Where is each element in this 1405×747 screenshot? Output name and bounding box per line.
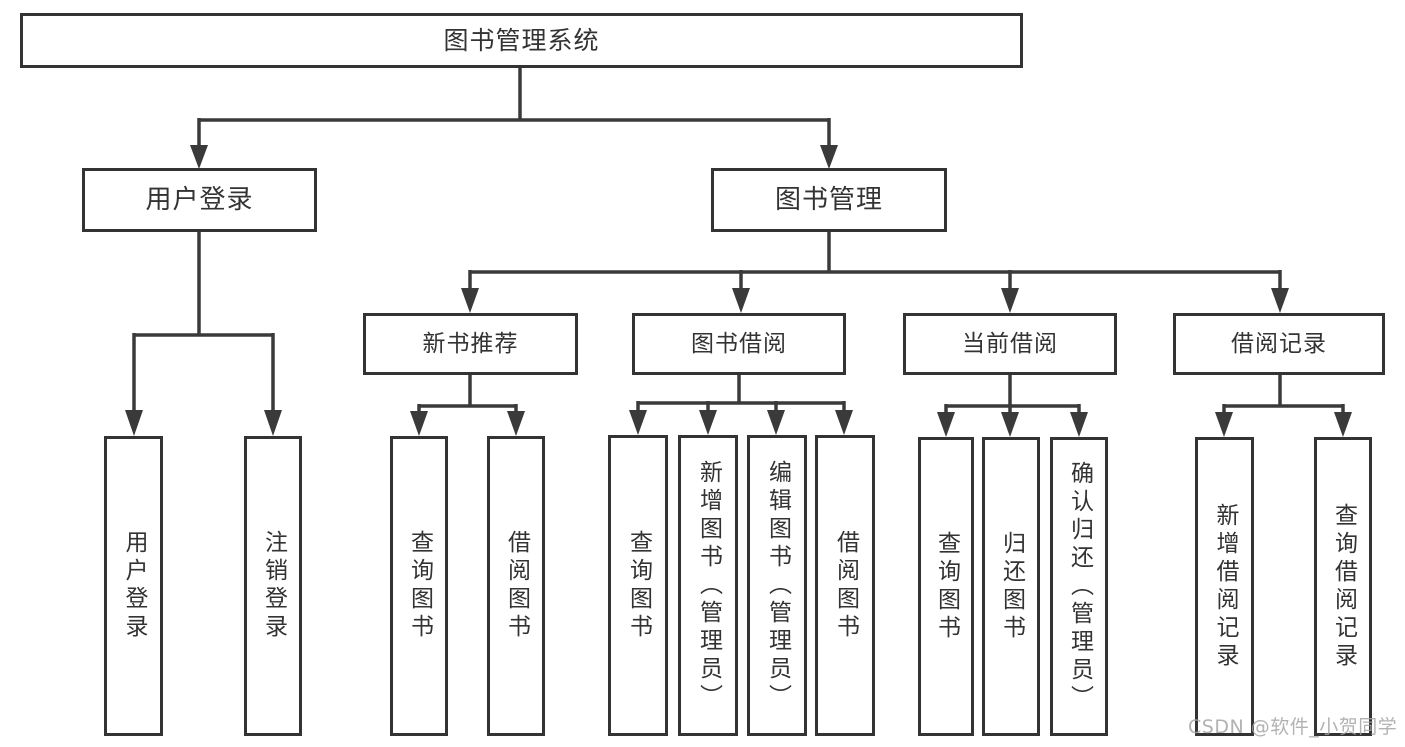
leaf-recommend-query-books: 查询图书 (390, 436, 448, 736)
leaf-current-return-books: 归还图书 (982, 437, 1040, 736)
leaf-current-query-books: 查询图书 (918, 437, 974, 736)
leaf-borrowing-query-books: 查询图书 (608, 435, 668, 736)
arrowheads (125, 145, 1352, 437)
leaf-records-query-record: 查询借阅记录 (1314, 437, 1372, 736)
node-root-system: 图书管理系统 (20, 13, 1023, 68)
node-book-borrowing: 图书借阅 (632, 313, 846, 375)
node-borrowing-records: 借阅记录 (1173, 313, 1385, 375)
leaf-current-confirm-return-admin: 确认归还（管理员） (1050, 437, 1108, 736)
leaf-borrowing-add-books-admin: 新增图书（管理员） (678, 435, 738, 736)
node-new-book-recommend: 新书推荐 (363, 313, 578, 375)
node-user-login: 用户登录 (82, 168, 317, 232)
leaf-logout: 注销登录 (244, 436, 302, 736)
node-book-management: 图书管理 (711, 168, 947, 232)
leaf-user-login: 用户登录 (104, 436, 163, 736)
leaf-borrowing-edit-books-admin: 编辑图书（管理员） (747, 435, 807, 736)
node-current-borrowing: 当前借阅 (903, 313, 1117, 375)
leaf-records-add-record: 新增借阅记录 (1195, 437, 1254, 736)
leaf-recommend-borrow-books: 借阅图书 (487, 436, 545, 736)
csdn-watermark: CSDN @软件_小贺同学 (1188, 716, 1398, 738)
leaf-borrowing-borrow-books: 借阅图书 (815, 435, 875, 736)
